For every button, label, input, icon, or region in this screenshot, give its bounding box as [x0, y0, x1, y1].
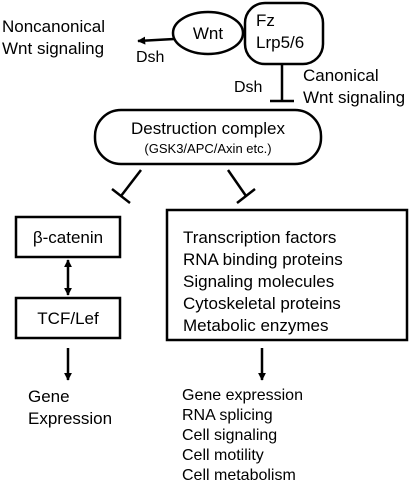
receptor-label-lrp: Lrp5/6 — [256, 33, 304, 52]
canonical-label-line2: Wnt signaling — [303, 88, 405, 107]
beta-catenin-node — [14, 215, 122, 259]
wnt-to-noncanonical-arrow — [137, 36, 175, 45]
dsh-right-label: Dsh — [234, 79, 262, 96]
target-item: RNA binding proteins — [183, 250, 343, 269]
dsh-left-label: Dsh — [136, 49, 164, 66]
noncanonical-label-line1: Noncanonical — [2, 17, 105, 36]
destruction-complex-subtitle: (GSK3/APC/Axin etc.) — [144, 141, 271, 156]
target-item: Cytoskeletal proteins — [183, 294, 341, 313]
tcf-lef-label: TCF/Lef — [37, 309, 99, 328]
dc-inhibit-right-line — [226, 169, 248, 197]
targets-node — [165, 208, 409, 342]
wnt-label: Wnt — [193, 24, 224, 43]
target-item: Metabolic enzymes — [183, 316, 329, 335]
tcf-lef-node — [14, 296, 122, 340]
right-output-item: Cell signaling — [182, 427, 277, 444]
noncanonical-label-line2: Wnt signaling — [2, 39, 104, 58]
dc-inhibit-right-bar — [236, 188, 256, 204]
target-item: Signaling molecules — [183, 272, 334, 291]
wnt-node — [171, 10, 245, 56]
dc-inhibit-left-line — [120, 169, 142, 197]
right-output-item: Gene expression — [182, 387, 303, 404]
destruction-complex-node — [93, 108, 323, 166]
dc-inhibit-left-bar — [111, 188, 131, 204]
receptor-node — [243, 1, 325, 66]
right-output-item: Cell motility — [182, 447, 264, 464]
beta-catenin-label: β-catenin — [33, 228, 103, 247]
left-output-line2: Expression — [28, 409, 112, 428]
left-output-line1: Gene — [28, 387, 70, 406]
right-output-item: Cell metabolism — [182, 467, 296, 484]
receptor-label-fz: Fz — [256, 11, 275, 30]
right-output-item: RNA splicing — [182, 407, 273, 424]
canonical-label-line1: Canonical — [303, 66, 379, 85]
destruction-complex-title: Destruction complex — [131, 119, 286, 138]
target-item: Transcription factors — [183, 228, 336, 247]
